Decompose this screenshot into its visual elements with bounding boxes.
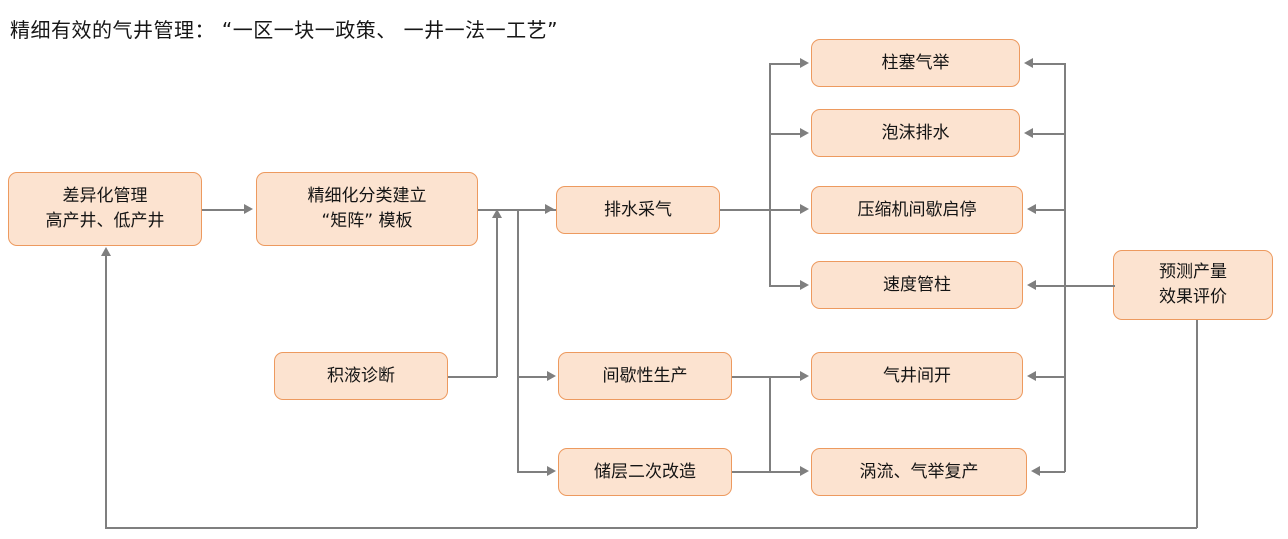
arrowhead-feedback-gas-well-open bbox=[1027, 371, 1036, 381]
arrowhead-to-velocity-string bbox=[800, 280, 809, 290]
arrowhead-to-vortex-gas-lift-restore bbox=[800, 466, 809, 476]
node-foam-drainage[interactable]: 泡沫排水 bbox=[811, 109, 1020, 157]
arrowhead-feedback-foam-drainage bbox=[1024, 128, 1033, 138]
connector-intermittent-to-gas-well-open bbox=[732, 376, 802, 378]
connector-feedback-to-vortex bbox=[1040, 471, 1065, 473]
node-production-forecast-evaluation[interactable]: 预测产量 效果评价 bbox=[1113, 250, 1273, 320]
arrowhead-diff-to-classification bbox=[244, 204, 253, 214]
arrowhead-feedback-vortex bbox=[1031, 466, 1040, 476]
node-vortex-gas-lift-restore[interactable]: 涡流、气举复产 bbox=[811, 448, 1027, 496]
arrowhead-to-plunger-gas-lift bbox=[800, 58, 809, 68]
node-plunger-gas-lift[interactable]: 柱塞气举 bbox=[811, 39, 1020, 87]
arrowhead-feedback-velocity-string bbox=[1027, 280, 1036, 290]
arrowhead-to-gas-well-intermittent-open bbox=[800, 371, 809, 381]
connector-reservoir-restimulation-stub bbox=[732, 471, 770, 473]
arrowhead-diagnosis-into-flow bbox=[492, 209, 502, 218]
node-refined-classification[interactable]: 精细化分类建立 “矩阵” 模板 bbox=[256, 172, 478, 246]
connector-global-feedback-right-vertical bbox=[1196, 320, 1198, 528]
page-title: 精细有效的气井管理： “一区一块一政策、 一井一法一工艺” bbox=[10, 18, 558, 42]
node-liquid-loading-diagnosis[interactable]: 积液诊断 bbox=[274, 352, 448, 400]
node-velocity-string[interactable]: 速度管柱 bbox=[811, 261, 1023, 309]
node-reservoir-restimulation[interactable]: 储层二次改造 bbox=[558, 448, 732, 496]
connector-feedback-to-compressor bbox=[1036, 209, 1065, 211]
arrowhead-to-reservoir-restimulation bbox=[547, 466, 556, 476]
connector-diff-to-classification bbox=[202, 209, 245, 211]
connector-middle-trunk-vertical bbox=[517, 209, 519, 471]
connector-forecast-to-feedback-trunk bbox=[1065, 285, 1115, 287]
connector-global-feedback-bottom bbox=[105, 527, 1197, 529]
arrowhead-to-foam-drainage bbox=[800, 128, 809, 138]
connector-feedback-trunk-vertical bbox=[1064, 63, 1066, 472]
connector-diagnosis-to-riser bbox=[448, 376, 497, 378]
node-gas-well-intermittent-open[interactable]: 气井间开 bbox=[811, 352, 1023, 400]
connector-feedback-to-velocity-string bbox=[1036, 285, 1065, 287]
connector-right-branch-trunk-vertical bbox=[769, 63, 771, 285]
connector-global-feedback-left-vertical bbox=[105, 256, 107, 528]
node-intermittent-production[interactable]: 间歇性生产 bbox=[558, 352, 732, 400]
node-compressor-intermittent-start-stop[interactable]: 压缩机间歇启停 bbox=[811, 186, 1023, 234]
connector-drainage-to-trunk bbox=[720, 209, 772, 211]
connector-feedback-to-gas-well-open bbox=[1036, 376, 1065, 378]
arrowhead-feedback-plunger-gas-lift bbox=[1024, 58, 1033, 68]
connector-trunk-to-plunger-gas-lift bbox=[769, 63, 802, 65]
connector-trunk-to-foam-drainage bbox=[769, 133, 802, 135]
arrowhead-to-intermittent-production bbox=[547, 371, 556, 381]
node-drainage-gas-recovery[interactable]: 排水采气 bbox=[556, 186, 720, 234]
connector-diagnosis-riser-vertical bbox=[496, 218, 498, 377]
connector-feedback-to-foam-drainage bbox=[1033, 133, 1065, 135]
connector-feedback-to-plunger-gas-lift bbox=[1033, 63, 1065, 65]
connector-trunk-to-reservoir-restimulation bbox=[517, 471, 548, 473]
arrowhead-feedback-compressor bbox=[1027, 204, 1036, 214]
arrowhead-to-drainage-gas-recovery bbox=[545, 204, 554, 214]
connector-trunk-to-velocity-string bbox=[769, 285, 802, 287]
arrowhead-to-compressor bbox=[800, 204, 809, 214]
node-differentiated-management[interactable]: 差异化管理 高产井、低产井 bbox=[8, 172, 202, 246]
connector-trunk-to-intermittent-production bbox=[517, 376, 548, 378]
arrowhead-global-feedback-into-differentiated-management bbox=[101, 247, 111, 256]
connector-intermittent-down-to-vortex bbox=[769, 376, 771, 471]
connector-to-vortex-gas-lift bbox=[769, 471, 802, 473]
connector-trunk-to-compressor bbox=[769, 209, 802, 211]
